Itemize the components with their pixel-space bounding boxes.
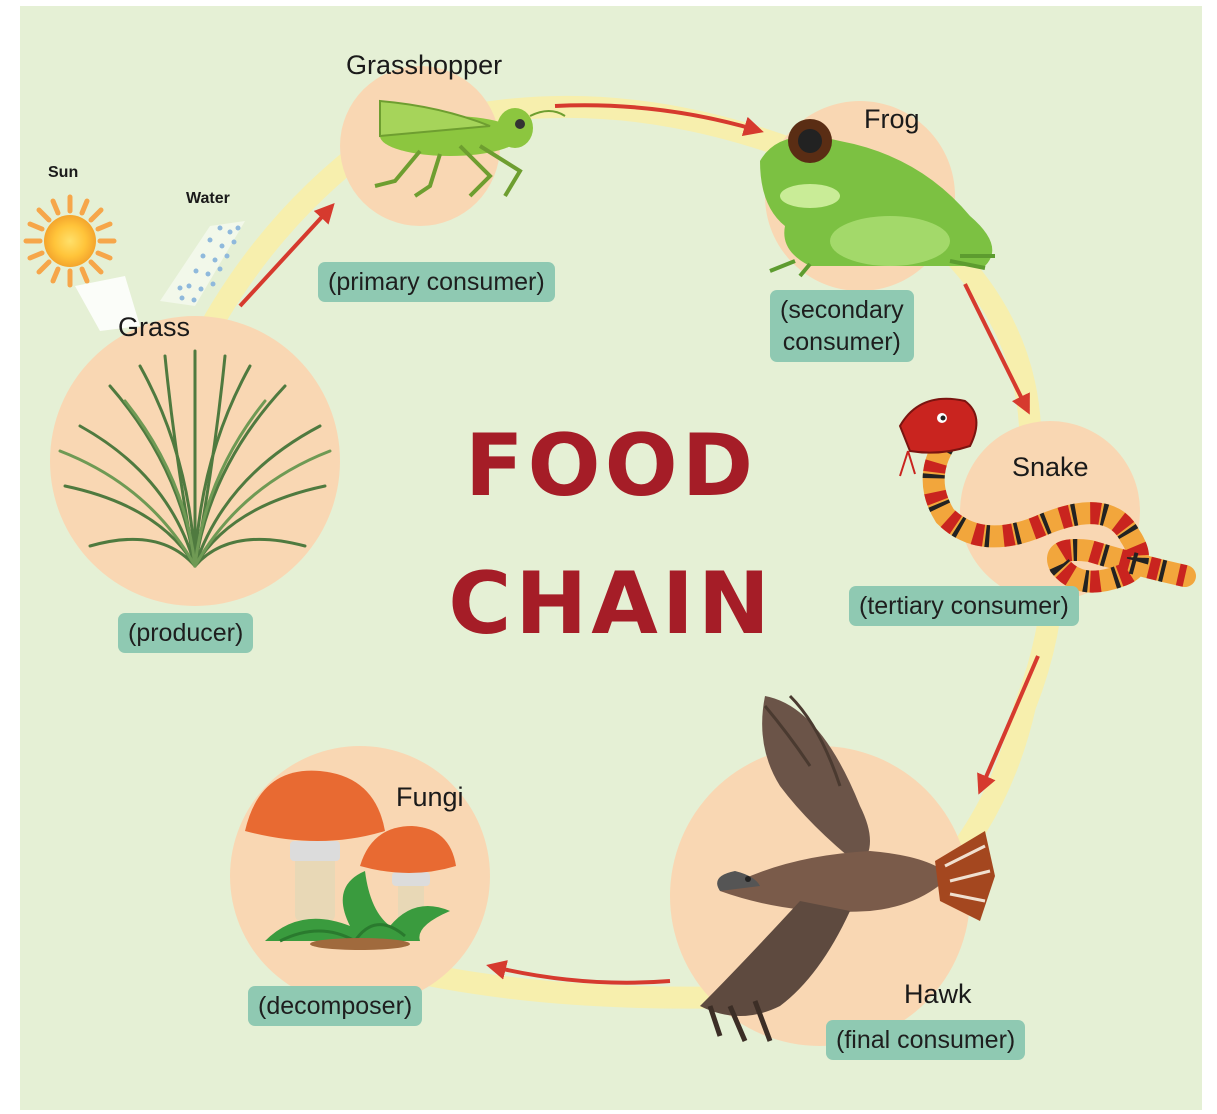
water-label: Water (186, 190, 230, 208)
sun-icon (26, 197, 140, 331)
grass-name: Grass (118, 312, 190, 343)
grasshopper-name: Grasshopper (346, 50, 502, 81)
grasshopper-role-badge: (primary consumer) (318, 262, 555, 302)
fungi-name: Fungi (396, 782, 464, 813)
sun-label: Sun (48, 164, 78, 182)
frog-role-badge: (secondary consumer) (770, 290, 914, 362)
snake-name: Snake (1012, 452, 1089, 483)
hawk-name: Hawk (904, 979, 972, 1010)
frog-role-line-2: consumer) (780, 326, 904, 358)
frog-role-line-1: (secondary (780, 294, 904, 326)
frog-name: Frog (864, 104, 920, 135)
fungi-role-badge: (decomposer) (248, 986, 422, 1026)
food-chain-diagram: FOOD CHAIN Sun Water Grass (producer) Gr… (20, 6, 1202, 1110)
snake-role-badge: (tertiary consumer) (849, 586, 1079, 626)
hawk-role-badge: (final consumer) (826, 1020, 1025, 1060)
grass-role-badge: (producer) (118, 613, 253, 653)
